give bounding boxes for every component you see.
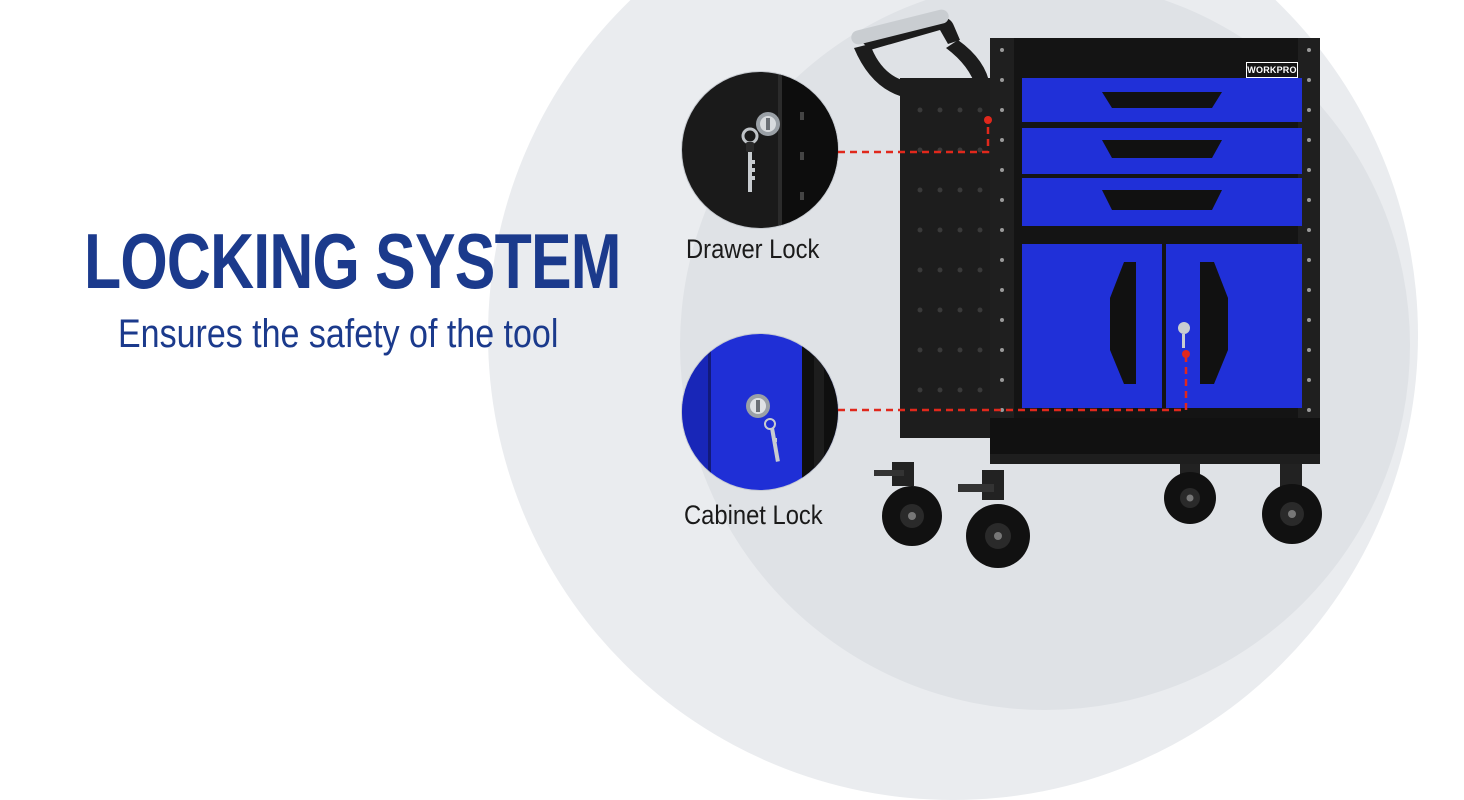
drawer-lock-marker [984,116,992,124]
drawer-2-handle [1102,140,1222,158]
left-door-handle [1110,262,1136,384]
cabinet-lock-marker [1182,350,1190,358]
cabinet-lock-callout [682,334,838,490]
drawer-1-handle [1102,92,1222,108]
caster-front-right [958,470,1030,568]
cabinet-door-left [1022,244,1162,408]
cabinet-lock-label: Cabinet Lock [684,500,823,530]
cabinet-keyhole [1178,322,1190,334]
left-post [990,38,1014,454]
drawer-lock-callout [682,72,838,228]
right-door-handle [1200,262,1228,384]
tool-cart-illustration [851,9,1322,568]
drawer-lock-label: Drawer Lock [686,234,820,264]
cart-handle-bar [851,9,949,45]
page-title: LOCKING SYSTEM [84,217,621,305]
drawer-3-handle [1102,190,1222,210]
callout-leader-lines [838,116,1190,412]
cart-base [990,418,1320,460]
caster-rear-right [1262,464,1322,544]
brand-badge: WORKPRO [1246,62,1298,78]
drawer-lock-leader [838,120,990,154]
drawer-lock-key-lock-icon [682,72,838,228]
cabinet-lock-key-lock-icon [682,334,838,490]
cabinet-lock-leader [838,354,1188,412]
right-post [1298,38,1320,454]
caster-front-left [874,462,942,546]
cart-handle-bracket [860,17,960,51]
page-subtitle: Ensures the safety of the tool [118,312,559,356]
caster-rear-left [1164,464,1216,524]
